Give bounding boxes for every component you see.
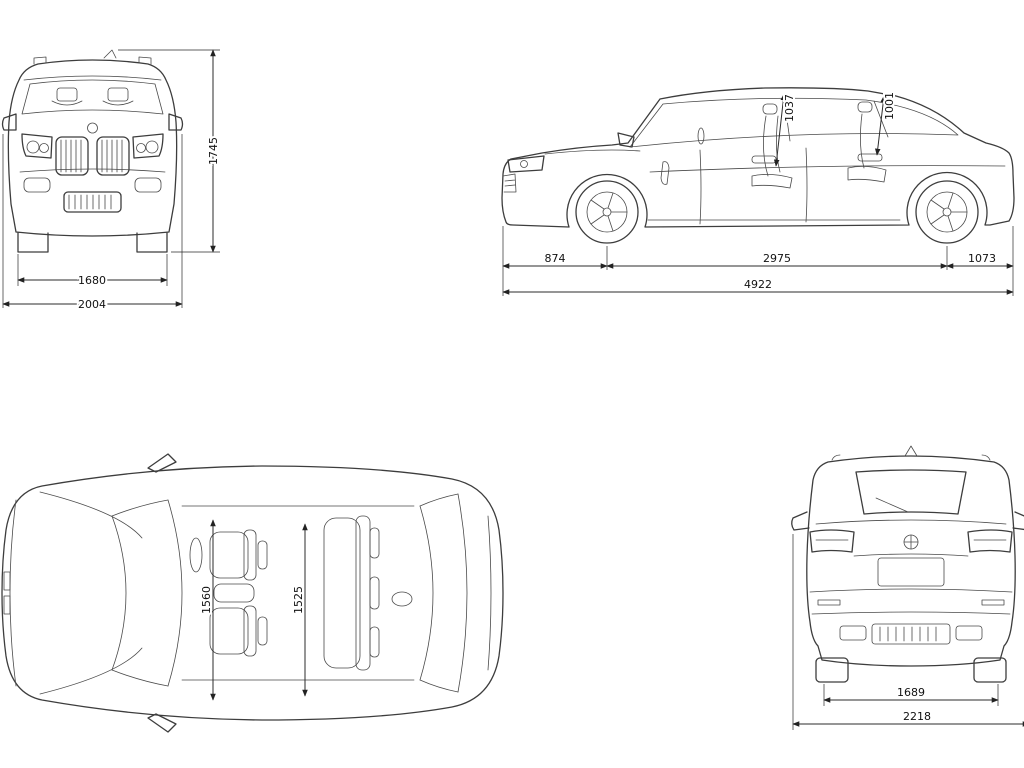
side-headroom-front-label: 1037 — [783, 94, 796, 122]
front-right-wheel — [136, 232, 168, 253]
rear-left-wheel — [815, 657, 849, 683]
rear-right-exhaust — [955, 625, 983, 641]
rear-antenna-fin — [904, 445, 918, 457]
side-rear-overhang-label: 1073 — [968, 252, 996, 265]
rear-window — [855, 469, 967, 515]
side-headroom-rear-dimension: 1001 — [874, 90, 898, 156]
front-track-label: 1680 — [78, 274, 106, 287]
top-view: 1560 1525 — [1, 453, 504, 733]
side-rear-door-handle — [857, 153, 883, 162]
rear-license-plate — [877, 557, 945, 587]
side-front-wheel — [575, 180, 639, 244]
front-left-wheel — [17, 232, 49, 253]
side-car-drawing — [501, 87, 1015, 244]
side-rear-wheel — [915, 180, 979, 244]
front-track-dimension: 1680 — [17, 254, 168, 289]
side-glasshouse — [629, 97, 959, 148]
rear-left-exhaust — [839, 625, 867, 641]
front-height-dimension: 1745 — [118, 49, 222, 253]
front-left-headlight — [21, 133, 53, 159]
top-cabin-front-label: 1560 — [200, 586, 213, 614]
rear-right-wheel — [973, 657, 1007, 683]
rear-car-drawing — [791, 445, 1024, 683]
top-cabin-rear-label: 1525 — [292, 586, 305, 614]
rear-width-dimension: 2218 — [792, 534, 1024, 730]
top-steering-wheel — [189, 537, 203, 573]
front-left-mirror — [1, 113, 17, 131]
front-right-headlight — [132, 133, 164, 159]
front-car-drawing — [1, 49, 184, 253]
rear-wiper — [875, 497, 909, 513]
top-rear-bench — [323, 515, 380, 671]
rear-left-mirror — [791, 511, 810, 531]
front-right-mirror — [168, 113, 184, 131]
rear-view: 1689 2218 — [791, 445, 1024, 730]
top-left-mirror — [147, 453, 177, 473]
top-trunk-detail — [391, 591, 413, 607]
front-kidney-grille-left — [55, 136, 89, 176]
front-kidney-grille-right — [96, 136, 130, 176]
rear-right-mirror — [1012, 511, 1024, 531]
side-fender-vent — [660, 161, 670, 185]
side-wheelbase-label: 2975 — [763, 252, 791, 265]
front-view: 1745 1680 2004 — [1, 49, 222, 313]
side-view: 1037 1001 874 2975 1073 4922 — [501, 87, 1015, 296]
rear-track-dimension: 1689 — [823, 684, 999, 706]
rear-right-taillight — [967, 529, 1013, 553]
top-front-seats — [189, 529, 268, 657]
side-length-label: 4922 — [744, 278, 772, 291]
side-grille — [502, 173, 517, 193]
top-car-drawing — [1, 453, 504, 733]
side-headlight — [507, 155, 545, 173]
rear-track-label: 1689 — [897, 686, 925, 699]
front-roundel-badge — [87, 122, 98, 134]
side-front-overhang-label: 874 — [545, 252, 566, 265]
front-height-label: 1745 — [207, 137, 220, 165]
side-mirror — [617, 132, 635, 148]
top-cabin-front-dimension: 1560 — [198, 519, 216, 701]
top-cabin-rear-dimension: 1525 — [290, 523, 308, 697]
side-length-dimensions: 874 2975 1073 4922 — [502, 226, 1014, 296]
front-width-label: 2004 — [78, 298, 106, 311]
rear-diffuser — [871, 623, 951, 645]
rear-width-label: 2218 — [903, 710, 931, 723]
side-headroom-rear-label: 1001 — [883, 92, 896, 120]
top-right-mirror — [147, 713, 177, 733]
top-center-console — [213, 583, 255, 603]
front-width-dimension: 2004 — [2, 134, 183, 313]
side-headroom-front-dimension: 1037 — [773, 92, 798, 167]
rear-left-taillight — [809, 529, 855, 553]
